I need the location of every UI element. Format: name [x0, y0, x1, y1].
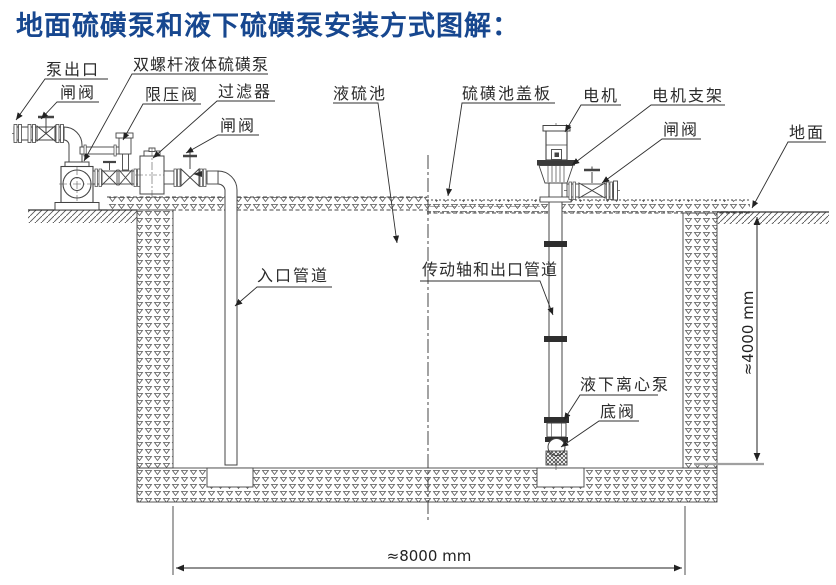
- drive-shaft-column: [548, 180, 563, 419]
- submerged-pump-assembly: [537, 123, 620, 470]
- pit-wall-left: [136, 209, 174, 469]
- dimension-pool-depth-text: ≈4000 mm: [739, 290, 757, 376]
- label-gate-valve-left: 闸阀: [60, 85, 97, 102]
- gate-valve-outlet: [36, 115, 56, 143]
- dimension-pool-width-text: ≈8000 mm: [386, 547, 472, 565]
- label-pool-cover-plate: 硫磺池盖板: [462, 86, 553, 103]
- dimension-pool-depth: [694, 217, 764, 466]
- pool-cover-plate-band: [107, 196, 750, 214]
- label-bottom-valve: 底阀: [600, 404, 637, 421]
- gate-valve-suction-body: [180, 152, 200, 188]
- pressure-relief-valve-body: [115, 132, 134, 187]
- gate-valve-discharge-body: [578, 166, 606, 199]
- flow-arrow: [193, 171, 202, 177]
- surface-pump-assembly: [12, 115, 219, 211]
- motor-body: [542, 125, 571, 161]
- label-motor: 电机: [583, 88, 620, 105]
- gate-valve-pump-side: [101, 160, 118, 187]
- label-filter: 过滤器: [218, 84, 273, 101]
- ground-left-hatch: [28, 210, 137, 223]
- label-ground: 地面: [789, 125, 826, 142]
- filter-body: [135, 147, 169, 198]
- label-inlet-pipe: 入口管道: [257, 268, 330, 285]
- floor-sump-right: [536, 467, 585, 488]
- dimension-pool-width: [172, 506, 686, 575]
- inlet-pipe: [217, 170, 238, 466]
- label-pressure-relief-valve: 限压阀: [145, 87, 200, 104]
- label-twin-screw-pump: 双螺杆液体硫磺泵: [133, 57, 270, 74]
- pit-wall-right: [682, 212, 718, 469]
- label-gate-valve-discharge: 闸阀: [663, 122, 700, 139]
- page-title: 地面硫磺泵和液下硫磺泵安装方式图解：: [16, 11, 520, 41]
- motor-bracket-body: [537, 160, 575, 184]
- leader-lines: [15, 73, 826, 448]
- label-liquid-sulfur-pool: 液硫池: [333, 86, 388, 103]
- ground-right-hatch: [717, 212, 829, 224]
- bottom-valve-body: [545, 438, 568, 466]
- label-drive-shaft-outlet-pipe: 传动轴和出口管道: [422, 262, 559, 279]
- label-pump-outlet: 泵出口: [46, 62, 101, 79]
- floor-sump-left: [206, 467, 254, 488]
- label-submerged-centrifugal-pump: 液下离心泵: [580, 377, 671, 394]
- pool-structure: [28, 155, 829, 523]
- twin-screw-pump-body: [54, 161, 100, 211]
- label-motor-bracket: 电机支架: [652, 88, 725, 105]
- label-gate-valve-suction: 闸阀: [220, 118, 257, 135]
